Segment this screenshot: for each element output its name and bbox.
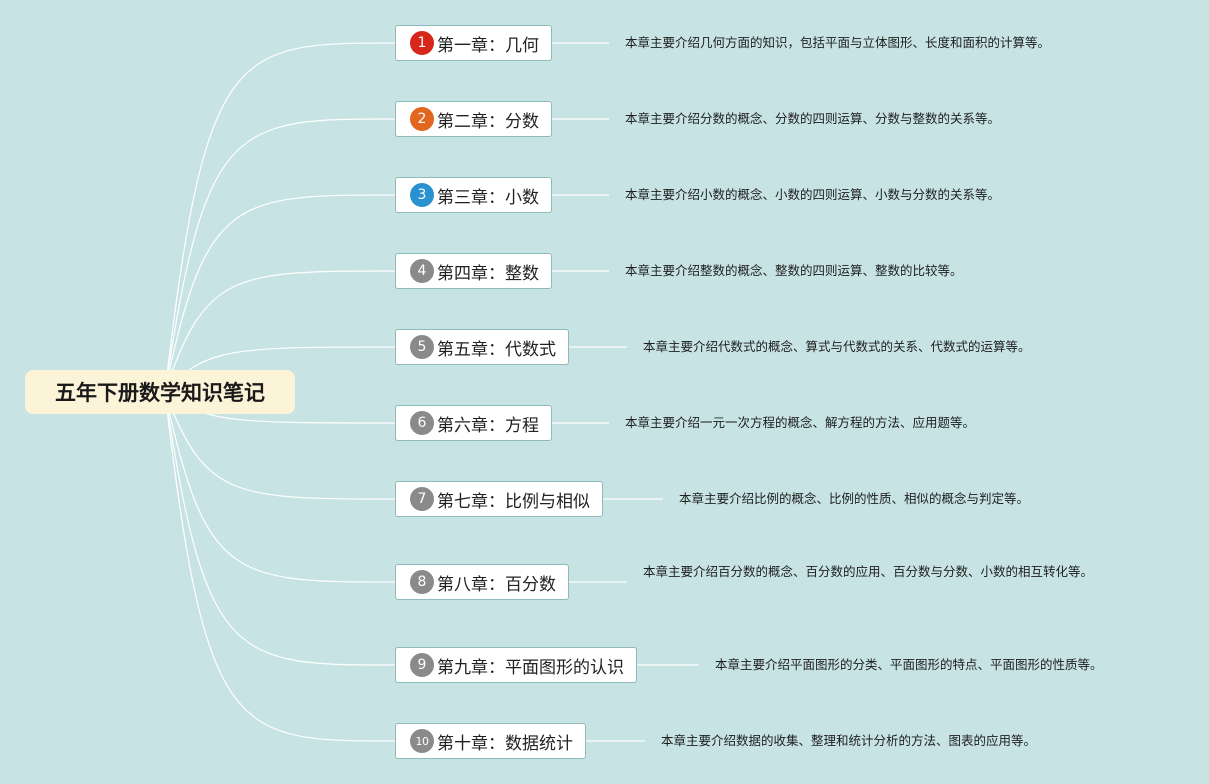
chapter-number-badge: 2 — [410, 107, 434, 131]
chapter-description-3: 本章主要介绍小数的概念、小数的四则运算、小数与分数的关系等。 — [625, 187, 1001, 202]
chapter-node-8[interactable]: 8 第八章：百分数 — [395, 564, 569, 600]
chapter-title: 第八章：百分数 — [437, 574, 556, 595]
chapter-title: 第九章：平面图形的认识 — [437, 657, 624, 678]
chapter-node-9[interactable]: 9 第九章：平面图形的认识 — [395, 647, 637, 683]
chapter-description-2: 本章主要介绍分数的概念、分数的四则运算、分数与整数的关系等。 — [625, 111, 1001, 126]
chapter-description-8: 本章主要介绍百分数的概念、百分数的应用、百分数与分数、小数的相互转化等。 — [643, 564, 1094, 579]
chapter-node-10[interactable]: 10 第十章：数据统计 — [395, 723, 586, 759]
chapter-title: 第三章：小数 — [437, 187, 539, 208]
chapter-node-4[interactable]: 4 第四章：整数 — [395, 253, 552, 289]
chapter-number-badge: 9 — [410, 653, 434, 677]
chapter-node-3[interactable]: 3 第三章：小数 — [395, 177, 552, 213]
chapter-description-6: 本章主要介绍一元一次方程的概念、解方程的方法、应用题等。 — [625, 415, 976, 430]
chapter-number-badge: 5 — [410, 335, 434, 359]
chapter-number-badge: 6 — [410, 411, 434, 435]
chapter-number-badge: 3 — [410, 183, 434, 207]
chapter-description-9: 本章主要介绍平面图形的分类、平面图形的特点、平面图形的性质等。 — [715, 657, 1103, 672]
chapter-title: 第五章：代数式 — [437, 339, 556, 360]
chapter-node-6[interactable]: 6 第六章：方程 — [395, 405, 552, 441]
chapter-node-1[interactable]: 1 第一章：几何 — [395, 25, 552, 61]
chapter-number-badge: 1 — [410, 31, 434, 55]
chapter-description-10: 本章主要介绍数据的收集、整理和统计分析的方法、图表的应用等。 — [661, 733, 1037, 748]
chapter-title: 第二章：分数 — [437, 111, 539, 132]
branch-connector — [164, 391, 396, 583]
chapter-number-badge: 4 — [410, 259, 434, 283]
root-topic-label: 五年下册数学知识笔记 — [55, 381, 265, 405]
chapter-description-1: 本章主要介绍几何方面的知识，包括平面与立体图形、长度和面积的计算等。 — [625, 35, 1051, 50]
branch-connector — [164, 391, 396, 666]
chapter-title: 第七章：比例与相似 — [437, 491, 590, 512]
chapter-title: 第一章：几何 — [437, 35, 539, 56]
branch-connector — [164, 391, 396, 742]
chapter-description-4: 本章主要介绍整数的概念、整数的四则运算、整数的比较等。 — [625, 263, 963, 278]
branch-connector — [164, 391, 396, 500]
chapter-title: 第十章：数据统计 — [437, 733, 573, 754]
chapter-number-badge: 10 — [410, 729, 434, 753]
root-topic[interactable]: 五年下册数学知识笔记 — [25, 370, 295, 414]
chapter-number-badge: 7 — [410, 487, 434, 511]
chapter-node-2[interactable]: 2 第二章：分数 — [395, 101, 552, 137]
branch-connector — [164, 270, 396, 393]
branch-connector — [164, 42, 396, 393]
chapter-description-5: 本章主要介绍代数式的概念、算式与代数式的关系、代数式的运算等。 — [643, 339, 1031, 354]
chapter-node-5[interactable]: 5 第五章：代数式 — [395, 329, 569, 365]
chapter-title: 第六章：方程 — [437, 415, 539, 436]
branch-connector — [164, 118, 396, 393]
branch-connector — [164, 194, 396, 393]
chapter-number-badge: 8 — [410, 570, 434, 594]
chapter-description-7: 本章主要介绍比例的概念、比例的性质、相似的概念与判定等。 — [679, 491, 1030, 506]
chapter-node-7[interactable]: 7 第七章：比例与相似 — [395, 481, 603, 517]
chapter-title: 第四章：整数 — [437, 263, 539, 284]
